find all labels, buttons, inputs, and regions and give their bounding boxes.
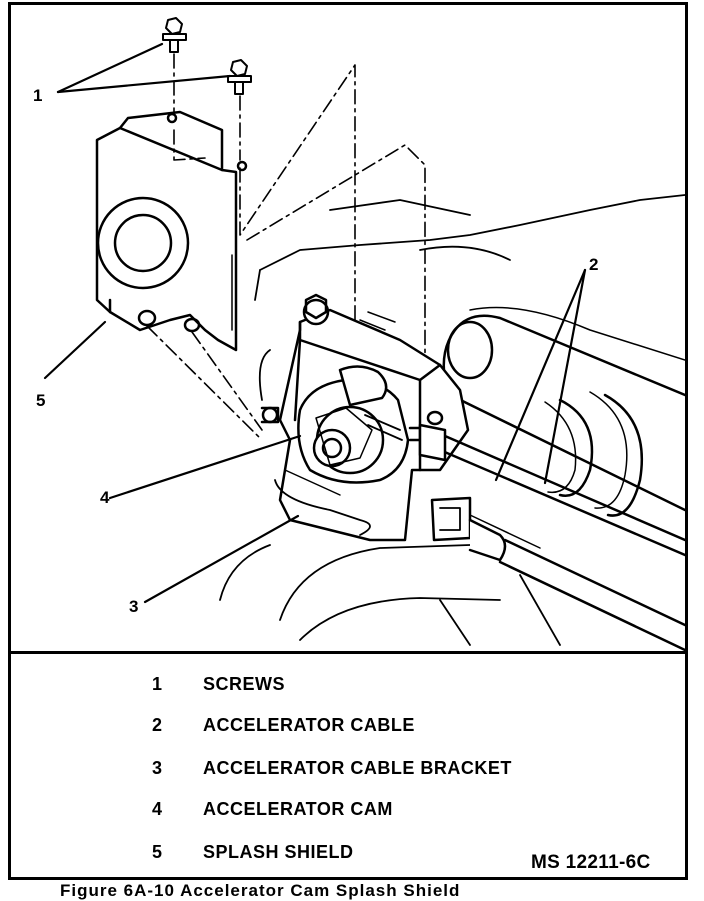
legend-label: ACCELERATOR CABLE (203, 715, 415, 735)
legend-label: ACCELERATOR CAM (203, 799, 393, 819)
legend-number: 3 (152, 758, 163, 778)
leader-lines (43, 42, 587, 604)
alignment-lines (146, 53, 426, 441)
legend-item: 3 ACCELERATOR CABLE BRACKET (0, 758, 680, 782)
callout-3: 3 (129, 597, 139, 616)
legend-label: ACCELERATOR CABLE BRACKET (203, 758, 512, 778)
legend-number: 1 (152, 674, 163, 694)
legend-item: 1 SCREWS (0, 674, 680, 698)
figure-frame (8, 2, 688, 880)
screws-drawing (162, 17, 252, 95)
callout-2: 2 (589, 255, 599, 274)
tube-assembly (438, 306, 685, 517)
splash-shield-drawing (95, 110, 248, 352)
engine-background (219, 194, 685, 646)
callout-4: 4 (100, 488, 110, 507)
legend-item: 4 ACCELERATOR CAM (0, 799, 680, 823)
legend-label: SCREWS (203, 674, 286, 694)
legend-number: 4 (152, 799, 163, 819)
accelerator-cam-drawing (297, 365, 410, 484)
legend-number: 2 (152, 715, 163, 735)
legend-item: 2 ACCELERATOR CABLE (0, 715, 680, 739)
figure-caption: Figure 6A-10 Accelerator Cam Splash Shie… (60, 881, 461, 900)
legend-item: 5 SPLASH SHIELD (0, 842, 680, 866)
legend-number: 5 (152, 842, 163, 862)
accelerator-cable-drawing (408, 423, 685, 651)
exploded-view-illustration (43, 17, 685, 651)
legend-divider (8, 651, 688, 654)
callout-5: 5 (36, 391, 46, 410)
figure-id: MS 12211-6C (531, 852, 651, 873)
legend-label: SPLASH SHIELD (203, 842, 354, 862)
callout-1: 1 (33, 86, 43, 105)
